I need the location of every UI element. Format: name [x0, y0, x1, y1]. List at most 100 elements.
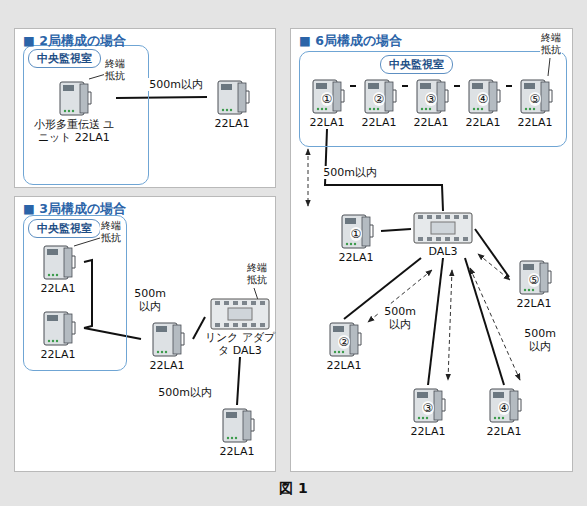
unit-led	[377, 108, 379, 110]
transmission-unit: 小形多重伝送 ユニット 22LA1	[32, 78, 116, 144]
unit-led	[230, 109, 232, 111]
unit-name: 小形多重伝送 ユニット 22LA1	[32, 118, 116, 144]
transmission-cable	[84, 260, 92, 328]
transmission-unit: ④22LA1	[479, 385, 529, 438]
unit-side	[362, 217, 370, 246]
unit-led	[161, 351, 163, 353]
unit-display	[368, 83, 379, 89]
distance-label: 500m以内	[321, 166, 379, 179]
terminal	[427, 237, 432, 241]
unit-name: 22LA1	[41, 282, 76, 295]
unit-led	[56, 274, 58, 276]
transmission-unit: ③ 22LA1	[403, 385, 453, 438]
terminal	[242, 301, 247, 305]
link-adapter: リンク アダプタ DAL3	[205, 297, 275, 357]
dimension-arrow	[308, 149, 309, 206]
unit-bracket	[88, 92, 91, 104]
transmission-cable	[506, 85, 512, 87]
terminal	[436, 215, 441, 219]
unit-led	[48, 274, 50, 276]
panel-heading: ■ 3局構成の場合	[23, 201, 126, 218]
unit-bracket	[72, 322, 75, 334]
unit-led	[231, 437, 233, 439]
unit-name: 22LA1	[466, 116, 501, 129]
unit-side	[333, 82, 341, 111]
unit-side	[385, 82, 393, 111]
unit-led	[235, 437, 237, 439]
adapter-icon	[413, 211, 473, 245]
room-label: 中央監視室	[380, 55, 453, 74]
unit-name: 22LA1	[41, 348, 76, 361]
unit-display	[523, 264, 534, 270]
station-number-text: ⑤	[529, 92, 542, 106]
unit-led	[321, 108, 323, 110]
unit-led	[48, 340, 50, 342]
dimension-arrows	[308, 149, 520, 380]
station-number: ③	[410, 402, 446, 415]
terminal	[418, 237, 423, 241]
unit-led	[350, 243, 352, 245]
transmission-cable	[84, 328, 141, 339]
station-number: ②	[326, 336, 362, 349]
unit-bracket	[445, 90, 448, 102]
unit-led	[56, 340, 58, 342]
leader-line	[254, 288, 258, 300]
station-number: ⑤	[517, 93, 553, 106]
unit-display	[47, 249, 58, 255]
unit-led	[334, 351, 336, 353]
unit-name: 22LA1	[339, 251, 374, 264]
room-label: 中央監視室	[28, 219, 101, 238]
transmission-cable	[193, 317, 205, 339]
unit-name: 22LA1	[518, 116, 553, 129]
link-adapter: DAL3	[411, 211, 475, 258]
unit-led	[165, 351, 167, 353]
unit-name: 22LA1	[411, 425, 446, 438]
unit-led	[477, 108, 479, 110]
transmission-unit: ⑤ 22LA1	[512, 76, 558, 129]
unit-led	[524, 289, 526, 291]
config-panel: ■ 2局構成の場合中央監視室小形多重伝送 ユニット 22LA122LA1	[14, 28, 276, 188]
unit-side	[489, 82, 497, 111]
unit-display	[493, 392, 504, 398]
unit-side	[243, 411, 251, 440]
station-number: ①	[338, 228, 374, 241]
unit-illustration	[56, 78, 92, 118]
outer-frame	[3, 3, 584, 503]
unit-illustration: ①	[309, 76, 345, 116]
terminal	[436, 237, 441, 241]
unit-led	[52, 274, 54, 276]
unit-icon	[149, 319, 185, 359]
transmission-unit: ②22LA1	[356, 76, 402, 129]
transmission-unit: ① 22LA1	[331, 211, 381, 264]
transmission-cable	[381, 229, 411, 231]
unit-illustration: ④	[486, 385, 522, 425]
station-number-text: ②	[338, 335, 351, 349]
panel-ground	[14, 28, 276, 188]
unit-led	[426, 417, 428, 419]
panel-heading: ■ 2局構成の場合	[23, 33, 126, 50]
unit-bracket	[549, 90, 552, 102]
unit-illustration: ①	[338, 211, 374, 251]
unit-name: 22LA1	[220, 445, 255, 458]
unit-bracket	[251, 419, 254, 431]
panel-ground	[290, 28, 573, 472]
adapter-cover	[431, 222, 455, 234]
transmission-unit: ④22LA1	[460, 76, 506, 129]
unit-led	[68, 110, 70, 112]
terminal	[445, 215, 450, 219]
transmission-cable	[350, 85, 356, 87]
unit-side	[80, 84, 88, 113]
terminal	[242, 323, 247, 327]
unit-bracket	[370, 225, 373, 237]
unit-illustration: ⑤	[517, 76, 553, 116]
unit-icon	[40, 242, 76, 282]
unit-bracket	[497, 90, 500, 102]
unit-icon	[219, 405, 255, 445]
distance-label: 500m以内	[147, 78, 205, 91]
transmission-cable	[116, 97, 207, 98]
transmission-unit: 22LA1	[141, 319, 193, 372]
terminal	[233, 323, 238, 327]
terminal	[260, 323, 265, 327]
terminal	[418, 215, 423, 219]
